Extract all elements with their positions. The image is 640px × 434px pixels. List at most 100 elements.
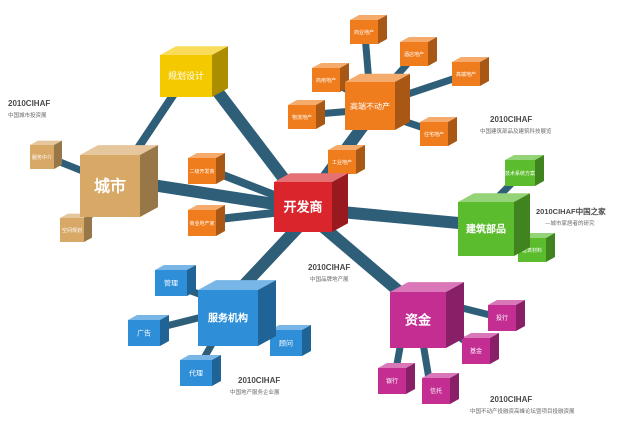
cp-sub-trust-front bbox=[422, 378, 450, 404]
annotation-sub: 中国地产服务企业展 bbox=[230, 388, 280, 396]
cp-sub-bank[interactable]: 银行 bbox=[378, 363, 415, 394]
sv-sub-advertising[interactable]: 广告 bbox=[128, 315, 169, 346]
capital-hub-label: 资金 bbox=[405, 313, 432, 329]
design-hub[interactable]: 规划设计 bbox=[160, 46, 228, 97]
annotation-home-expo: 2010CIHAF中国之家 —城市家居者的研究 bbox=[536, 206, 606, 227]
ht-sub-1[interactable]: 商业地产 bbox=[350, 15, 387, 45]
cp-sub-fund-side bbox=[490, 333, 499, 364]
bd-sub-system[interactable]: 技术系统方案 bbox=[505, 155, 544, 186]
sv-sub-consulting[interactable]: 顾问 bbox=[270, 325, 311, 356]
service-hub-side bbox=[258, 280, 276, 346]
cp-sub-trust-top bbox=[422, 373, 459, 378]
sv-sub-agency-side bbox=[212, 355, 221, 386]
sv-sub-consulting-top bbox=[270, 325, 311, 330]
annotation-city-expo: 2010CIHAF 中国城市投资展 bbox=[8, 99, 50, 119]
cp-sub-investment-top bbox=[488, 300, 525, 305]
building-hub-side bbox=[514, 193, 530, 256]
mid-sub-developer2-side bbox=[216, 153, 225, 184]
developer-hub-side bbox=[332, 173, 348, 232]
ht-sub-5[interactable]: 物流地产 bbox=[288, 100, 325, 129]
ht-sub-5-side bbox=[316, 100, 325, 129]
annotation-title: 2010CIHAF bbox=[238, 376, 280, 385]
ht-sub-1-label: 商业地产 bbox=[354, 29, 374, 36]
sv-sub-advertising-top bbox=[128, 315, 169, 320]
annotation-building-expo: 2010CIHAF 中国建筑部品及建筑科技展览 bbox=[480, 115, 552, 135]
sv-sub-agency[interactable]: 代理 bbox=[180, 355, 221, 386]
ht-sub-4-side bbox=[480, 57, 489, 86]
city-hub[interactable]: 城市 bbox=[80, 145, 158, 217]
annotation-sub: 中国建筑部品及建筑科技展览 bbox=[480, 127, 552, 135]
city-sub-planning-side bbox=[84, 213, 92, 242]
cp-sub-investment-label: 投行 bbox=[496, 314, 508, 322]
annotation-title: 2010CIHAF中国之家 bbox=[536, 206, 606, 216]
annotation-title: 2010CIHAF bbox=[490, 395, 532, 404]
city-sub-service-top bbox=[30, 140, 62, 145]
ht-sub-2-label: 酒店地产 bbox=[404, 51, 424, 58]
capital-hub[interactable]: 资金 bbox=[390, 282, 464, 348]
bd-sub-system-side bbox=[535, 155, 544, 186]
bd-sub-material-side bbox=[546, 233, 555, 262]
city-hub-top bbox=[80, 145, 158, 155]
ht-sub-3-front bbox=[312, 68, 340, 92]
cp-sub-bank-front bbox=[378, 368, 406, 394]
city-sub-service[interactable]: 服务中介 bbox=[30, 140, 62, 169]
city-sub-service-front bbox=[30, 145, 54, 169]
annotation-brand-expo: 2010CIHAF 中国品牌地产展 bbox=[308, 263, 350, 283]
building-hub-front bbox=[458, 202, 514, 256]
service-hub-front bbox=[198, 290, 258, 346]
sv-sub-agency-front bbox=[180, 360, 212, 386]
ht-sub-7-side bbox=[356, 145, 365, 174]
ht-sub-2[interactable]: 酒店地产 bbox=[400, 37, 437, 66]
cp-sub-fund-top bbox=[462, 333, 499, 338]
bd-sub-system-label: 技术系统方案 bbox=[505, 170, 535, 177]
cp-sub-bank-label: 银行 bbox=[386, 377, 398, 385]
building-hub[interactable]: 建筑部品 bbox=[458, 193, 530, 256]
mid-sub-commercial-label: 商业地产家 bbox=[189, 220, 214, 227]
sv-sub-management-side bbox=[187, 265, 196, 296]
hightech-hub-front bbox=[345, 82, 395, 130]
bd-sub-system-top bbox=[505, 155, 544, 160]
sv-sub-management[interactable]: 管理 bbox=[155, 265, 196, 296]
ht-sub-7-front bbox=[328, 150, 356, 174]
ht-sub-2-side bbox=[428, 37, 437, 66]
cp-sub-fund[interactable]: 基金 bbox=[462, 333, 499, 364]
annotation-title: 2010CIHAF bbox=[308, 263, 350, 272]
developer-hub-front bbox=[274, 182, 332, 232]
capital-hub-top bbox=[390, 282, 464, 292]
sv-sub-consulting-label: 顾问 bbox=[279, 339, 293, 347]
hightech-hub[interactable]: 高端不动产 bbox=[345, 73, 410, 130]
ht-sub-4-front bbox=[452, 62, 480, 86]
ht-sub-7-top bbox=[328, 145, 365, 150]
annotation-sub: —城市家居者的研究 bbox=[545, 219, 595, 227]
design-hub-label: 规划设计 bbox=[168, 70, 204, 82]
mid-sub-developer2-label: 二级开发商 bbox=[189, 168, 214, 175]
annotation-sub: 中国城市投资展 bbox=[8, 111, 47, 119]
developer-hub[interactable]: 开发商 bbox=[274, 173, 348, 232]
city-sub-service-label: 服务中介 bbox=[32, 154, 52, 161]
mid-sub-commercial[interactable]: 商业地产家 bbox=[188, 205, 225, 236]
city-sub-planning[interactable]: 空间规划 bbox=[60, 213, 92, 242]
hightech-hub-label: 高端不动产 bbox=[350, 101, 390, 111]
service-hub-top bbox=[198, 280, 276, 290]
annotation-sub: 中国不动产投融资高峰论坛暨项目投融资展 bbox=[470, 407, 575, 415]
ht-sub-6[interactable]: 住宅地产 bbox=[420, 117, 457, 146]
mid-sub-developer2[interactable]: 二级开发商 bbox=[188, 153, 225, 184]
ht-sub-4[interactable]: 高端地产 bbox=[452, 57, 489, 86]
cp-sub-investment-side bbox=[516, 300, 525, 331]
annotation-service-expo: 2010CIHAF 中国地产服务企业展 bbox=[230, 376, 280, 396]
cp-sub-fund-front bbox=[462, 338, 490, 364]
annotation-title: 2010CIHAF bbox=[8, 99, 50, 108]
cp-sub-investment[interactable]: 投行 bbox=[488, 300, 525, 331]
ht-sub-3[interactable]: 商用地产 bbox=[312, 63, 349, 92]
sv-sub-consulting-front bbox=[270, 330, 302, 356]
capital-hub-side bbox=[446, 282, 464, 348]
city-hub-label: 城市 bbox=[94, 177, 126, 196]
ht-sub-6-side bbox=[448, 117, 457, 146]
ht-sub-7[interactable]: 工业地产 bbox=[328, 145, 365, 174]
service-hub[interactable]: 服务机构 bbox=[198, 280, 276, 346]
cp-sub-trust[interactable]: 信托 bbox=[422, 373, 459, 404]
mid-sub-commercial-side bbox=[216, 205, 225, 236]
ht-sub-2-top bbox=[400, 37, 437, 42]
